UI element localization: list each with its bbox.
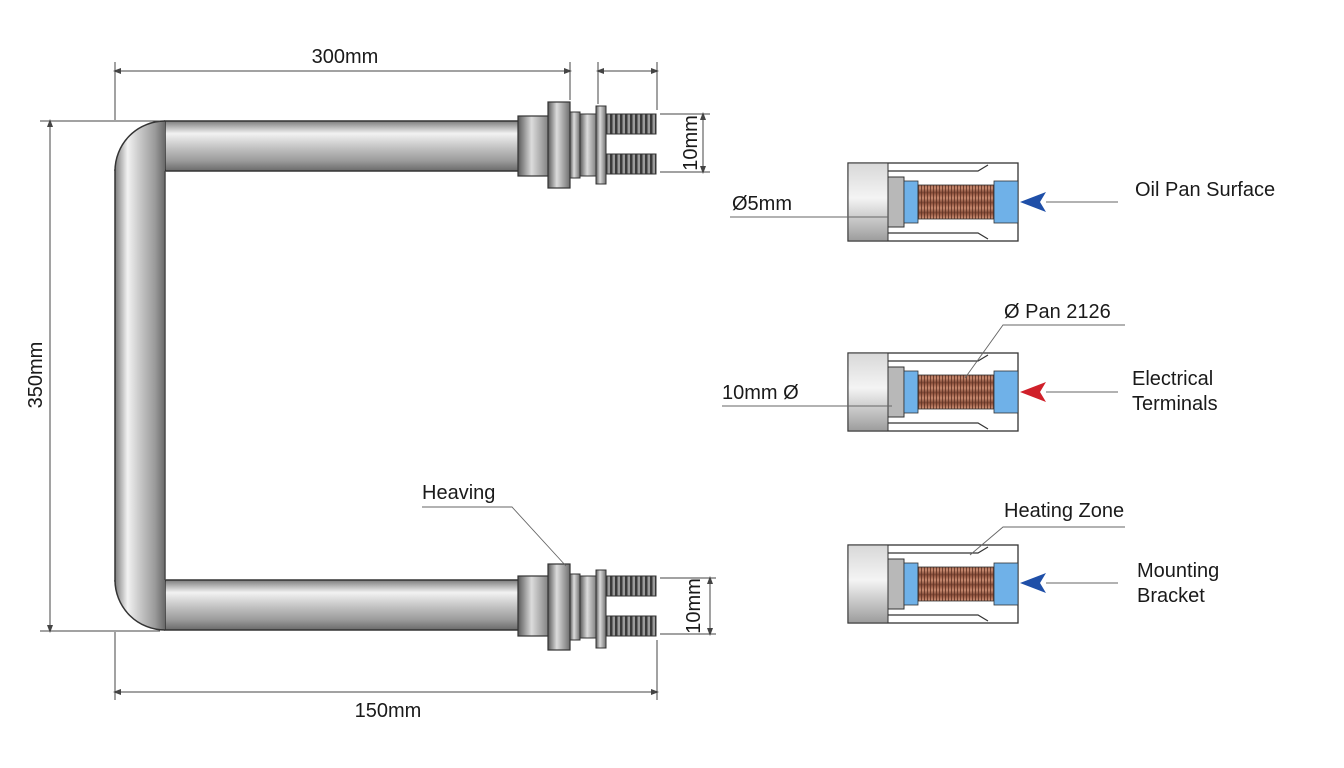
bottom-terminal-fitting xyxy=(517,563,657,651)
u-tube-element xyxy=(114,120,521,631)
dim-top-length: 300mm xyxy=(312,46,379,68)
detail2-label-line1: Electrical xyxy=(1132,368,1213,390)
detail1-label: Oil Pan Surface xyxy=(1135,179,1275,201)
detail2-dim-top: Ø Pan 2126 xyxy=(1004,301,1111,323)
label-heaving: Heaving xyxy=(422,482,495,504)
detail3-dim-top: Heating Zone xyxy=(1004,500,1124,522)
detail-view-3 xyxy=(847,544,1019,624)
dim-height: 350mm xyxy=(25,342,47,409)
detail-view-2 xyxy=(847,352,1019,432)
detail3-label-line1: Mounting xyxy=(1137,560,1219,582)
dim-terminal-top: 10mm xyxy=(680,115,702,171)
dim-terminal-bottom: 10mm xyxy=(683,578,705,634)
detail2-dim-left: 10mm Ø xyxy=(722,382,799,404)
dimension-lines xyxy=(40,62,716,700)
arrow-icon-red xyxy=(1020,382,1046,402)
top-terminal-fitting xyxy=(517,101,657,189)
detail1-dim: Ø5mm xyxy=(732,193,792,215)
dim-bottom-length: 150mm xyxy=(355,700,422,722)
arrow-icon-blue xyxy=(1020,192,1046,212)
detail2-label-line2: Terminals xyxy=(1132,393,1218,415)
detail-view-1 xyxy=(847,162,1019,242)
arrow-icon-blue xyxy=(1020,573,1046,593)
detail3-label-line2: Bracket xyxy=(1137,585,1205,607)
